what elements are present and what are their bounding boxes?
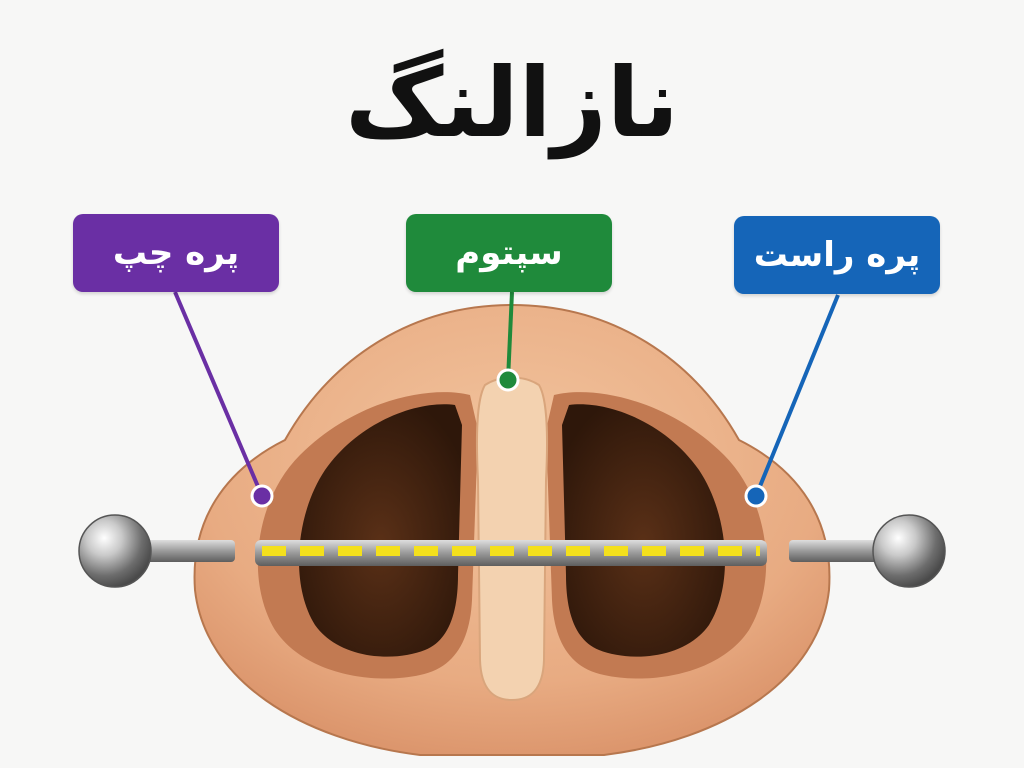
barbell-bar-left [140,540,235,562]
right-leader-line [754,294,840,497]
left-ala-label: پره چپ [73,214,279,292]
left-leader-dot [250,484,274,508]
barbell-bar-right [789,540,884,562]
septum-label: سپتوم [406,214,612,292]
right-leader-dot [744,484,768,508]
center-leader-line [506,291,514,381]
left-leader-line [173,291,264,497]
right-ala-label: پره راست [734,216,940,294]
septum [475,376,549,702]
left-ala-label-text: پره چپ [112,233,240,273]
barbell-ball-right [872,514,946,588]
barbell-ball-left [78,514,152,588]
right-ala-label-text: پره راست [753,235,921,275]
center-leader-dot [496,368,520,392]
left-nostril [298,404,462,657]
septum-label-text: سپتوم [455,233,563,273]
page-title: نازالنگ [345,47,679,159]
right-nostril [562,404,726,657]
